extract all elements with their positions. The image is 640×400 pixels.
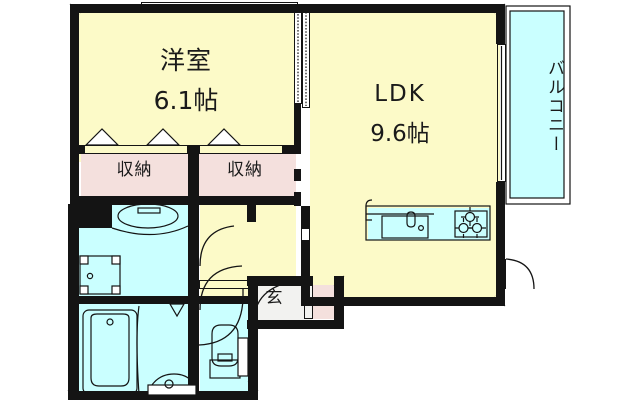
wall-under-closets xyxy=(70,196,300,205)
room-area-closet-left xyxy=(81,153,188,196)
wall-bath-top xyxy=(70,296,190,304)
door-ldk-to-hall xyxy=(301,228,310,241)
room-area-ldk xyxy=(310,10,500,300)
door-closet-left xyxy=(84,145,188,154)
window-washitsu-top xyxy=(141,2,298,11)
wall-genkan-right xyxy=(334,276,344,320)
door-hall-to-washroom xyxy=(188,222,199,298)
wall-hall-right-upper xyxy=(247,204,256,222)
label-genkan: 玄 xyxy=(265,288,283,308)
room-area-kitchen-counter xyxy=(368,208,490,240)
wall-between-washitsu-ldk-upper xyxy=(294,104,301,154)
wall-closet-right-end xyxy=(283,145,297,154)
room-area-closet-right xyxy=(199,153,296,196)
label-washitsu-area: 6.1帖 xyxy=(153,86,219,115)
wall-genkan-bottom xyxy=(247,320,344,329)
room-area-toilet xyxy=(200,304,248,400)
wall-between-washitsu-ldk-mid xyxy=(294,169,301,181)
wall-hall-left-toilet xyxy=(188,204,199,400)
label-balcony: バルコニー xyxy=(544,58,564,154)
wall-toilet-top xyxy=(199,296,257,304)
wall-ldk-right-lower xyxy=(496,182,505,306)
sliding-door-balcony xyxy=(497,44,506,182)
wall-vanity-stub xyxy=(78,204,112,228)
wall-top-ldk xyxy=(300,4,505,13)
door-closet-right xyxy=(199,145,283,154)
door-swing-ldk-right xyxy=(505,258,535,290)
wall-closet-divider xyxy=(188,145,199,197)
wall-ldk-left-lower xyxy=(301,240,310,302)
door-genkan-front xyxy=(304,277,313,319)
wall-ldk-left-mid xyxy=(301,206,310,228)
wall-top-left xyxy=(70,4,300,13)
label-closet-left: 収納 xyxy=(116,160,153,180)
label-ldk-area: 9.6帖 xyxy=(370,121,430,147)
wall-closet-left-header xyxy=(78,145,84,154)
wall-ldk-right-upper xyxy=(496,4,505,44)
window-washitsu-right xyxy=(294,12,302,104)
label-ldk-name: LDK xyxy=(374,81,426,107)
window-ldk-right-door xyxy=(496,259,506,289)
door-washroom-to-bath xyxy=(112,296,188,304)
room-area-bathroom xyxy=(78,302,188,398)
label-washitsu-name: 洋室 xyxy=(159,46,212,75)
window-ldk-left xyxy=(302,10,310,108)
wall-left-outer xyxy=(70,4,79,204)
label-closet-right: 収納 xyxy=(227,160,263,180)
wall-toilet-right xyxy=(248,286,258,400)
door-hall-entry xyxy=(199,280,249,289)
wall-ldk-bottom xyxy=(301,297,505,306)
window-bath-left xyxy=(70,330,79,378)
wall-bottom-outer xyxy=(68,391,258,400)
